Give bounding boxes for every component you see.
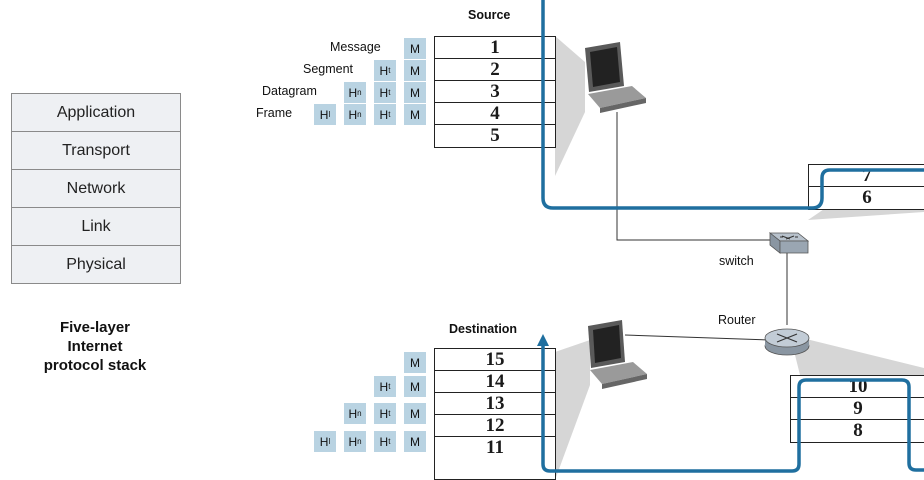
router-label: Router <box>718 313 756 327</box>
stack-caption: Five-layer Internet protocol stack <box>43 319 147 374</box>
dest-12-header-m: M <box>404 431 426 452</box>
link-router-destination <box>624 334 771 341</box>
switch-label: switch <box>719 254 754 268</box>
destination-layer-12: 12 <box>435 415 555 437</box>
source-layer-1: 1 <box>435 37 555 59</box>
datagram-header-m: M <box>404 82 426 103</box>
source-layer-3: 3 <box>435 81 555 103</box>
source-layer-2: 2 <box>435 59 555 81</box>
source-layer-5: 5 <box>490 125 500 146</box>
segment-header-m: M <box>404 60 426 81</box>
dest-14-header-m: M <box>404 376 426 397</box>
router-layer-8: 8 <box>853 420 863 441</box>
protocol-stack: Application Transport Network Link Physi… <box>11 93 181 284</box>
source-computer-icon <box>585 42 646 113</box>
frame-label: Frame <box>256 106 293 120</box>
router-layer-9: 9 <box>791 398 924 420</box>
switch-icon <box>768 232 810 254</box>
router-stack: 10 9 8 <box>790 375 924 443</box>
destination-stack: 15 14 13 12 11 <box>434 348 556 480</box>
source-layer-4: 4 <box>435 103 555 125</box>
switch-layer-6: 6 <box>862 187 872 208</box>
source-stack: 1 2 3 4 5 <box>434 36 556 148</box>
router-shadow <box>790 335 924 375</box>
destination-computer-icon <box>588 320 647 389</box>
destination-shadow <box>555 340 590 480</box>
data-path-router-loop <box>541 344 924 473</box>
destination-arrowhead <box>537 334 549 346</box>
layer-physical: Physical <box>11 245 181 284</box>
link-source-switch <box>616 112 770 241</box>
data-path-source-to-switch <box>541 0 924 210</box>
destination-layer-14: 14 <box>435 371 555 393</box>
dest-15-header-m: M <box>404 352 426 373</box>
segment-label: Segment <box>303 62 354 76</box>
destination-layer-15: 15 <box>435 349 555 371</box>
destination-layer-11: 11 <box>486 437 504 458</box>
router-icon <box>764 328 810 356</box>
layer-application: Application <box>11 93 181 132</box>
layer-network: Network <box>11 169 181 208</box>
frame-header-m: M <box>404 104 426 125</box>
source-shadow <box>555 36 585 176</box>
destination-label: Destination <box>449 322 518 336</box>
switch-layer-7: 7 <box>809 165 924 187</box>
destination-layer-13: 13 <box>435 393 555 415</box>
datagram-label: Datagram <box>262 84 317 98</box>
source-label: Source <box>468 8 511 22</box>
dest-13-header-m: M <box>404 403 426 424</box>
message-header-m: M <box>404 38 426 59</box>
message-label: Message <box>330 40 381 54</box>
